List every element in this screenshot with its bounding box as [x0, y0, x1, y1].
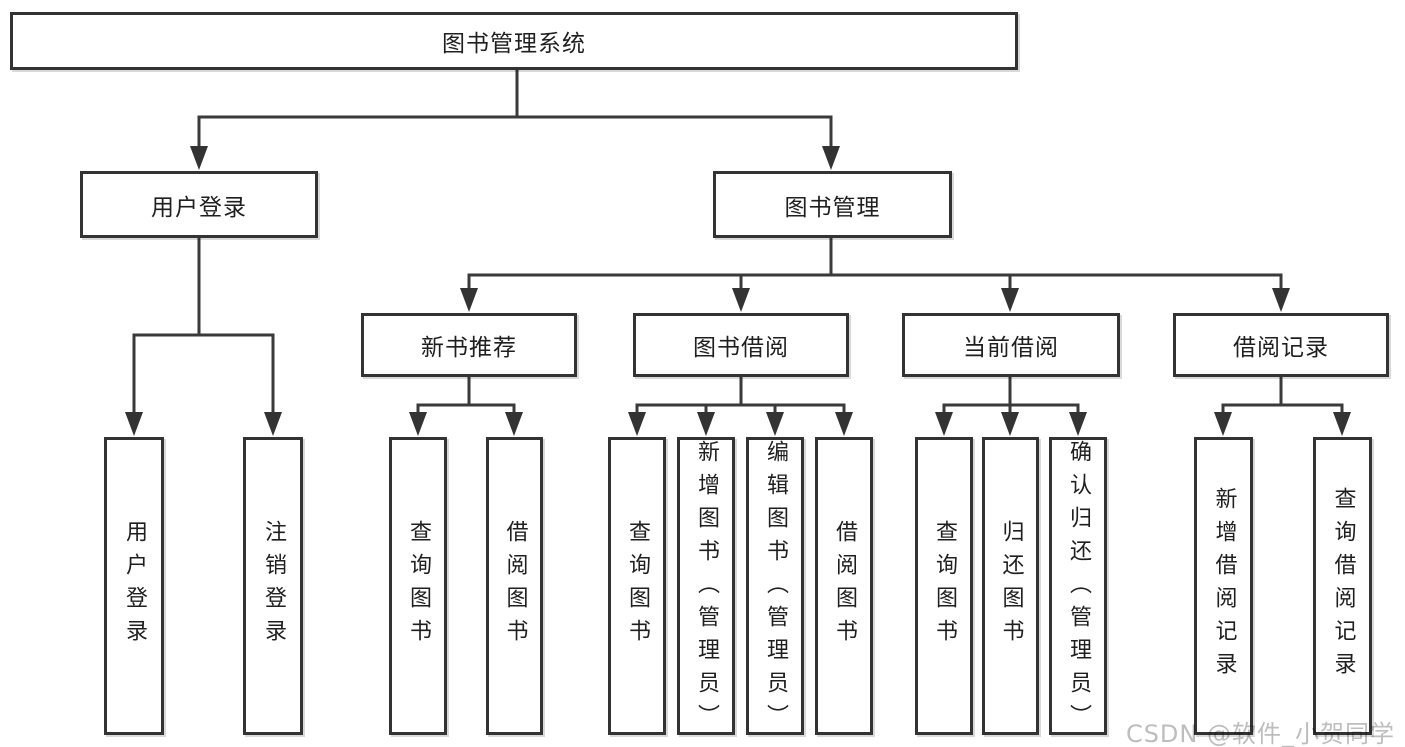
leaf-rec-query-books: 查询图书	[389, 437, 447, 735]
leaf-bor-add-books-admin: 新增图书（管理员）	[677, 437, 735, 737]
leaf-bor-borrow-books: 借阅图书	[815, 437, 873, 735]
node-book-borrowing: 图书借阅	[633, 313, 849, 377]
node-label: 借阅图书	[832, 520, 857, 652]
leaf-log-add-record: 新增借阅记录	[1194, 437, 1253, 735]
node-label: 借阅记录	[1233, 335, 1329, 361]
node-label: 用户登录	[151, 194, 247, 221]
leaf-logout: 注销登录	[243, 437, 303, 735]
node-label: 图书管理	[784, 194, 881, 221]
node-label: 新增图书（管理员）	[694, 440, 719, 737]
node-new-book-recommend: 新书推荐	[361, 313, 577, 377]
node-label: 查询借阅记录	[1330, 487, 1356, 685]
node-label: 查询图书	[932, 520, 957, 652]
node-borrowing-records: 借阅记录	[1173, 313, 1389, 377]
node-label: 用户登录	[122, 520, 147, 652]
watermark-text: CSDN @软件_小贺同学	[1125, 720, 1395, 747]
node-label: 查询图书	[406, 520, 431, 652]
node-label: 编辑图书（管理员）	[763, 440, 788, 737]
node-label: 归还图书	[998, 520, 1024, 652]
leaf-cur-query-books: 查询图书	[915, 437, 973, 735]
node-root: 图书管理系统	[10, 12, 1018, 70]
node-label: 确认归还（管理员）	[1066, 440, 1091, 737]
node-label: 注销登录	[261, 520, 286, 652]
node-label: 当前借阅	[963, 335, 1059, 361]
node-label: 图书管理系统	[442, 31, 586, 57]
node-label: 新书推荐	[421, 335, 517, 361]
leaf-user-login: 用户登录	[104, 437, 164, 735]
leaf-log-query-record: 查询借阅记录	[1313, 437, 1372, 735]
leaf-bor-edit-books-admin: 编辑图书（管理员）	[746, 437, 804, 737]
node-user-login: 用户登录	[80, 171, 318, 238]
node-label: 借阅图书	[502, 520, 528, 652]
leaf-rec-borrow-books: 借阅图书	[486, 437, 543, 735]
node-label: 查询图书	[625, 520, 650, 652]
node-current-borrowing: 当前借阅	[902, 313, 1120, 377]
node-label: 图书借阅	[693, 335, 789, 361]
leaf-cur-return-books: 归还图书	[982, 437, 1039, 735]
node-book-management: 图书管理	[713, 171, 952, 238]
arrowhead-icons	[125, 146, 1351, 436]
leaf-cur-confirm-return-admin: 确认归还（管理员）	[1049, 437, 1107, 737]
leaf-bor-query-books: 查询图书	[608, 437, 666, 735]
node-label: 新增借阅记录	[1211, 487, 1237, 685]
